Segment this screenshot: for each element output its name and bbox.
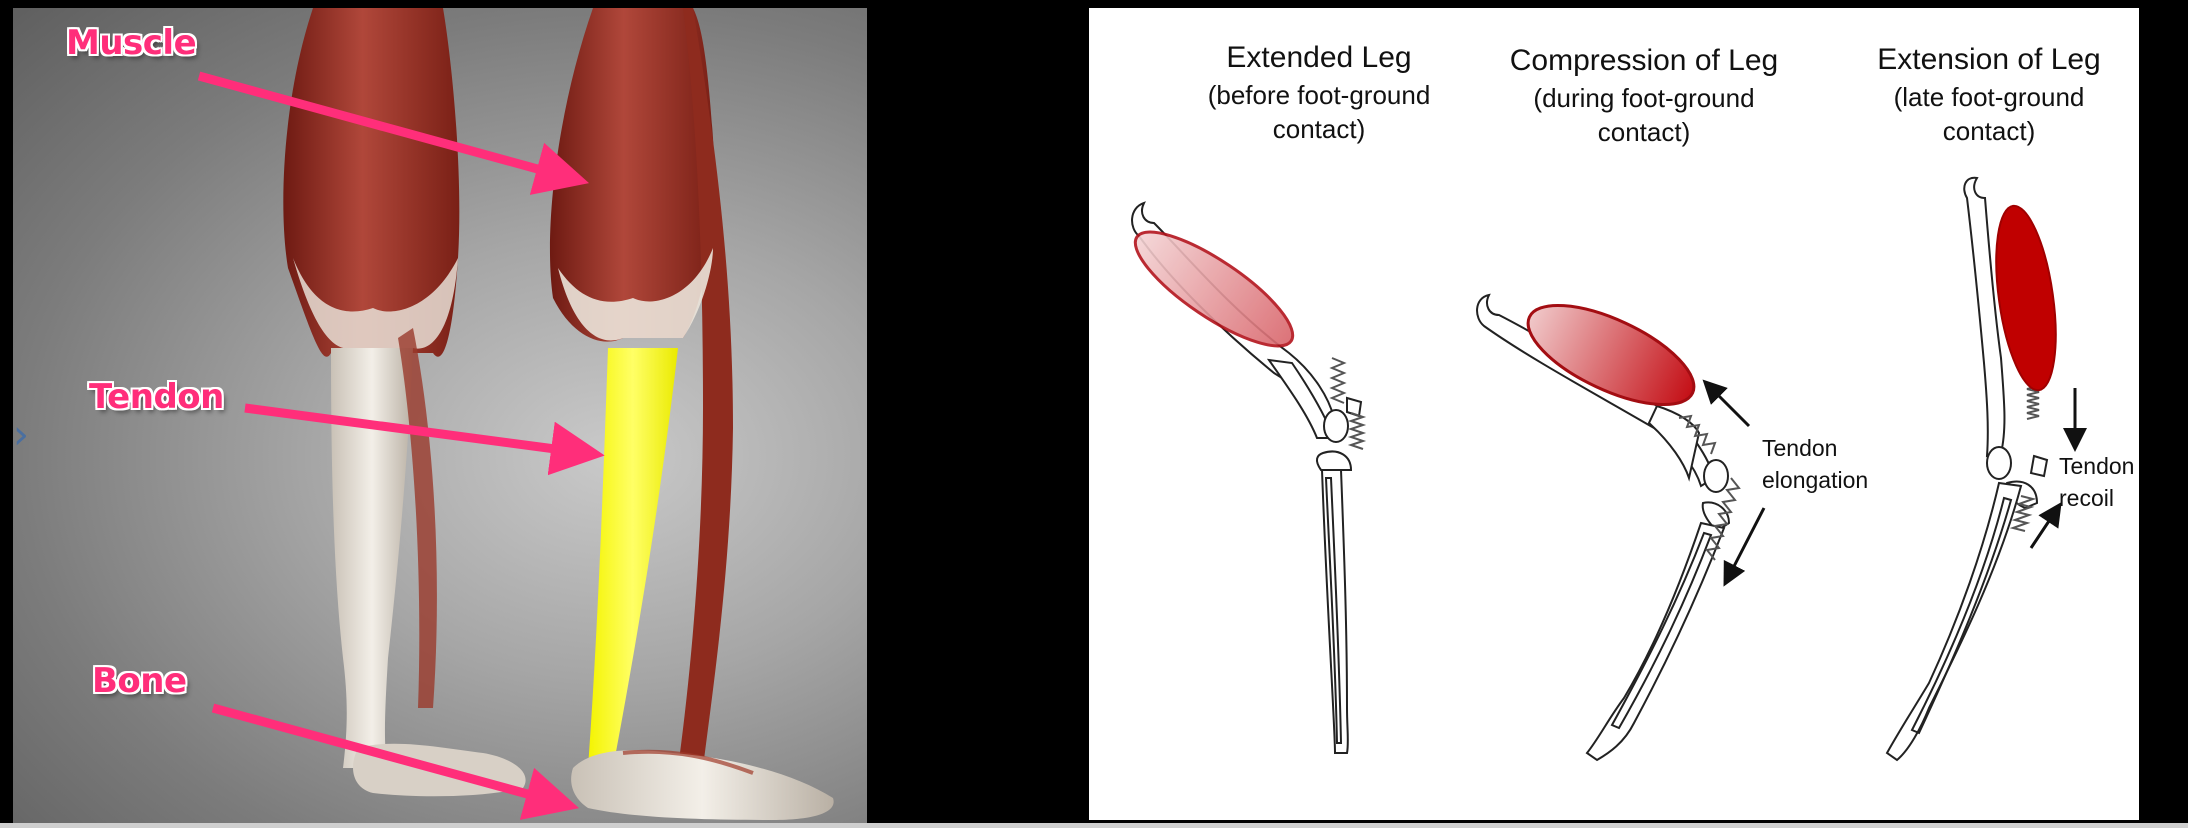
recoil-line-1: Tendon	[2059, 453, 2135, 479]
stage-3-heading: Extension of Leg	[1877, 43, 2101, 76]
tendon-recoil-annotation: Tendon recoil	[2059, 450, 2134, 514]
chevron-right-icon[interactable]: ›	[13, 412, 29, 458]
muscle-contracted	[1995, 204, 2057, 392]
foot-bones	[571, 750, 834, 820]
elongation-line-1: Tendon	[1762, 435, 1838, 461]
stage-2-title: Compression of Leg (during foot-ground c…	[1404, 41, 1884, 149]
elongation-line-2: elongation	[1762, 467, 1869, 493]
muscle-pointer-arrow	[197, 71, 590, 195]
bone-pointer-arrow	[211, 703, 580, 820]
stage-1-subtitle-line2: contact)	[1272, 114, 1366, 144]
leg-phases-diagram: Extended Leg (before foot-ground contact…	[1089, 8, 2139, 820]
leg-anatomy-illustration	[197, 8, 834, 820]
muscle-label: Muscle	[66, 23, 197, 63]
tendon-spring-1	[1329, 357, 1367, 450]
stage-1-title: Extended Leg (before foot-ground contact…	[1089, 38, 1549, 146]
stage-3-subtitle-line2: contact)	[1942, 116, 2036, 146]
bone-label: Bone	[92, 661, 187, 701]
anatomy-image-panel: Muscle Tendon Bone	[13, 8, 867, 823]
stage-1-subtitle-line1: (before foot-ground	[1207, 80, 1431, 110]
stage-extension-leg	[1885, 176, 2049, 762]
stage-1-heading: Extended Leg	[1226, 41, 1412, 74]
stage-2-heading: Compression of Leg	[1509, 44, 1779, 77]
tendon-elongation-annotation: Tendon elongation	[1762, 432, 1868, 496]
muscle-contracting	[1526, 303, 1696, 407]
leg-phases-drawing	[1131, 176, 2087, 762]
muscle-relaxed	[1133, 230, 1295, 348]
stage-3-subtitle-line1: (late foot-ground	[1893, 82, 2085, 112]
stage-2-subtitle-line1: (during foot-ground	[1533, 83, 1755, 113]
tendon-spring-2	[1678, 414, 1741, 561]
elongation-up-arrow	[1702, 379, 1751, 428]
recoil-line-2: recoil	[2059, 485, 2114, 511]
stage-2-subtitle-line2: contact)	[1597, 117, 1691, 147]
left-leg	[283, 8, 526, 797]
elongation-down-arrow	[1723, 507, 1766, 587]
tendon-pointer-arrow	[244, 403, 605, 476]
tendon-label: Tendon	[89, 377, 224, 417]
right-leg	[549, 8, 834, 820]
achilles-tendon	[588, 348, 678, 768]
recoil-up-arrow	[2029, 502, 2062, 549]
stage-3-title: Extension of Leg (late foot-ground conta…	[1769, 40, 2139, 148]
tendon-spring-3	[2009, 382, 2040, 532]
bottom-border	[0, 823, 2188, 828]
